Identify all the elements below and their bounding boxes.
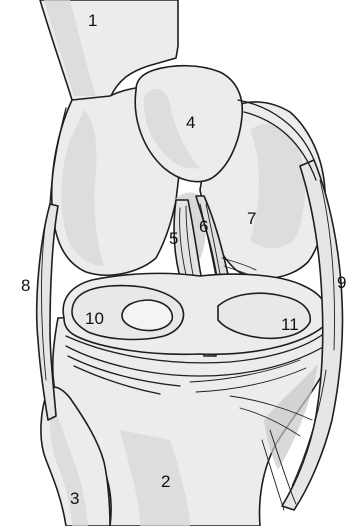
label-4-patella: 4 bbox=[186, 113, 195, 132]
label-5-acl: 5 bbox=[169, 229, 178, 248]
label-10-lateral-meniscus: 10 bbox=[85, 309, 104, 328]
label-2-tibia: 2 bbox=[161, 472, 170, 491]
label-1-femur: 1 bbox=[88, 11, 97, 30]
label-11-medial-meniscus: 11 bbox=[281, 315, 299, 334]
label-9-mcl: 9 bbox=[337, 273, 346, 292]
label-6-pcl: 6 bbox=[199, 217, 208, 236]
label-8-lcl: 8 bbox=[21, 276, 30, 295]
label-7-medial-condyle: 7 bbox=[247, 209, 256, 228]
label-3-fibula: 3 bbox=[70, 489, 79, 508]
